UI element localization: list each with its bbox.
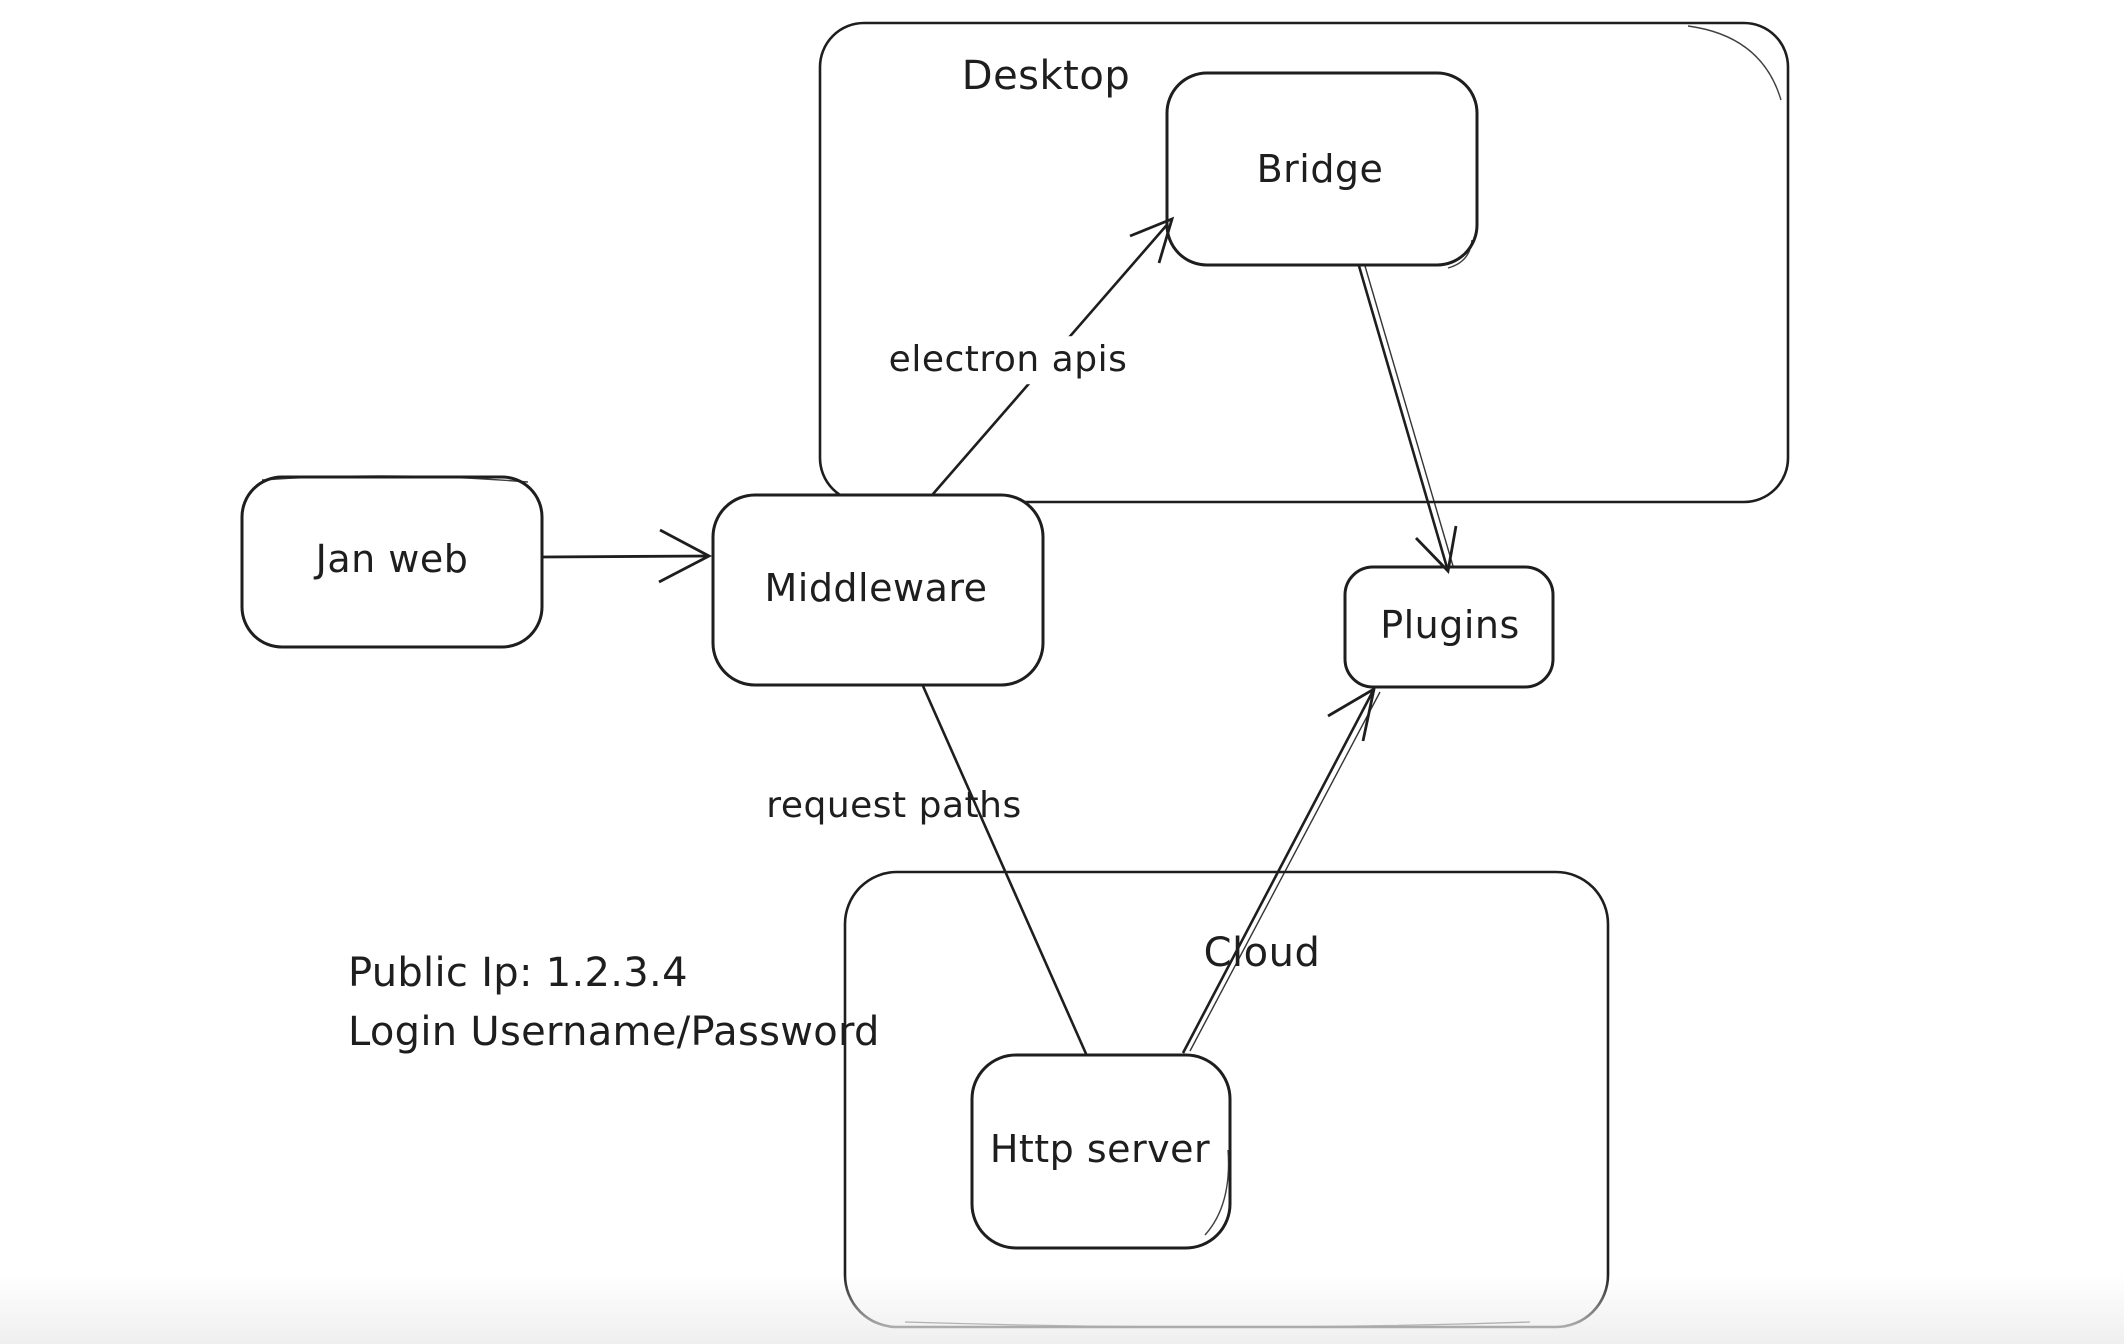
group-nodes: [240, 71, 1555, 1250]
arrowhead-into-middleware: [658, 528, 713, 584]
edge-httpserver-plugins-sketch-stroke: [1189, 691, 1381, 1052]
jan-web-node-label[interactable]: Jan web: [315, 537, 469, 582]
edge-middleware-httpserver[interactable]: [921, 685, 1089, 1057]
jan-web-node[interactable]: [240, 475, 544, 649]
login-text: Login Username/Password: [348, 1009, 880, 1055]
arrowhead-into-plugins-bottom: [1327, 686, 1377, 742]
plugins-node-label[interactable]: Plugins: [1380, 603, 1520, 648]
bridge-node[interactable]: [1165, 71, 1479, 267]
http-server-sketch-stroke: [1204, 1149, 1230, 1236]
arrowhead-into-bridge: [1129, 216, 1175, 264]
credentials-annotation[interactable]: Public Ip: 1.2.3.4 Login Username/Passwo…: [348, 944, 880, 1062]
desktop-container-label[interactable]: Desktop: [961, 53, 1131, 99]
electron-apis-edge-label[interactable]: electron apis: [876, 336, 1140, 384]
group-edges: [541, 218, 1454, 1057]
edge-bridge-plugins-sketch-stroke: [1364, 265, 1454, 567]
middleware-node-label[interactable]: Middleware: [764, 566, 988, 611]
bridge-node-label[interactable]: Bridge: [1256, 147, 1384, 192]
arrowhead-into-plugins-top: [1414, 525, 1458, 574]
cloud-container-label[interactable]: Cloud: [1203, 930, 1321, 976]
edge-bridge-plugins[interactable]: [1357, 265, 1450, 572]
request-paths-edge-label[interactable]: request paths: [766, 785, 1022, 827]
group-arrowheads: [658, 216, 1458, 742]
middleware-node[interactable]: [711, 493, 1045, 687]
jan-web-sketch-stroke: [261, 475, 529, 483]
public-ip-text: Public Ip: 1.2.3.4: [348, 950, 688, 996]
edge-httpserver-plugins[interactable]: [1181, 688, 1376, 1054]
http-server-node-label[interactable]: Http server: [989, 1127, 1211, 1172]
edge-janweb-middleware[interactable]: [541, 554, 710, 559]
http-server-node[interactable]: [970, 1053, 1232, 1250]
desktop-container-sketch-stroke: [1687, 25, 1782, 101]
bridge-sketch-stroke: [1447, 239, 1473, 269]
